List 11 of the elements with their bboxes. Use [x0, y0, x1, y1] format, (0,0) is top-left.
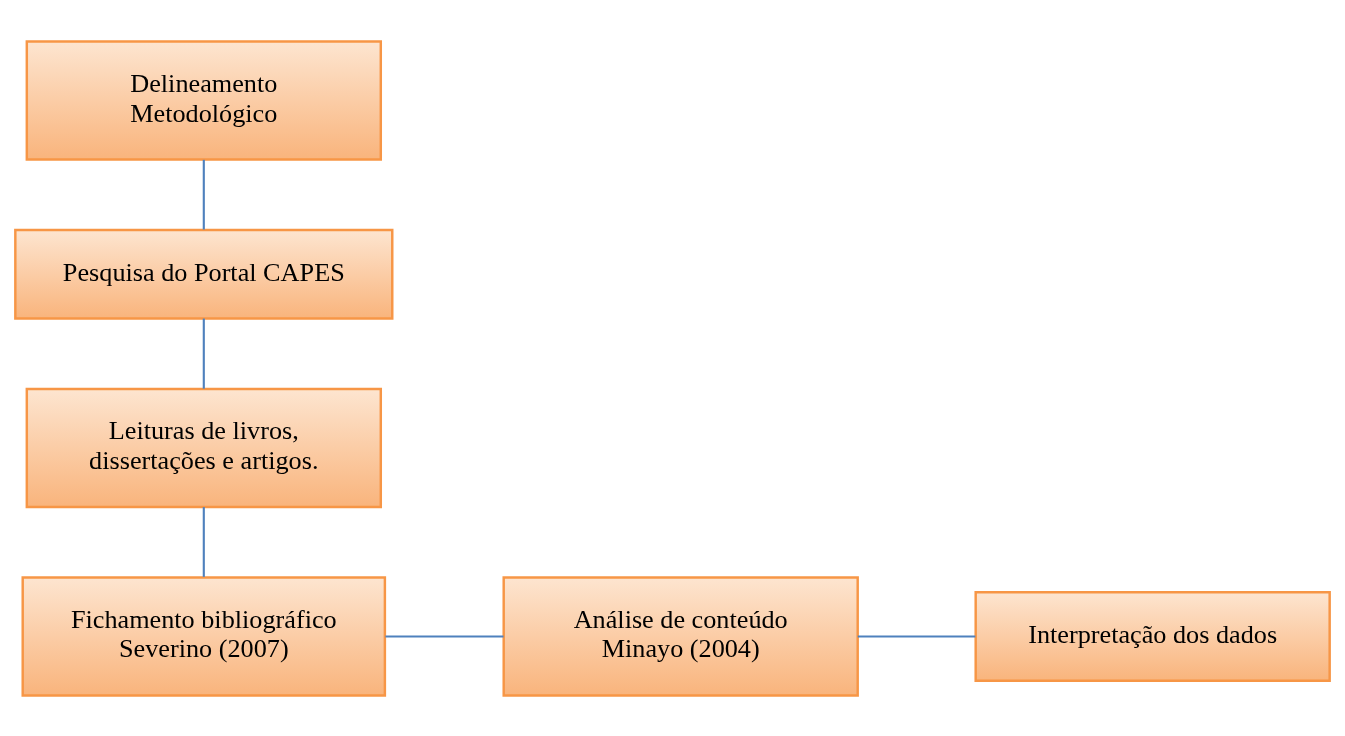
connector [202, 506, 205, 577]
node-box: Leituras de livros, dissertações e artigos. [25, 387, 383, 508]
node-box: Delineamento Metodológico [25, 39, 383, 161]
node-box: Pesquisa do Portal CAPES [14, 228, 394, 320]
connector [385, 634, 504, 637]
node-box: Interpretação dos dados [974, 590, 1331, 682]
connector [202, 318, 205, 389]
connector [202, 159, 205, 229]
connector [857, 634, 976, 637]
node-box: Fichamento bibliográfico Severino (2007) [21, 575, 387, 697]
node-box: Análise de conteúdo Minayo (2004) [502, 575, 859, 697]
